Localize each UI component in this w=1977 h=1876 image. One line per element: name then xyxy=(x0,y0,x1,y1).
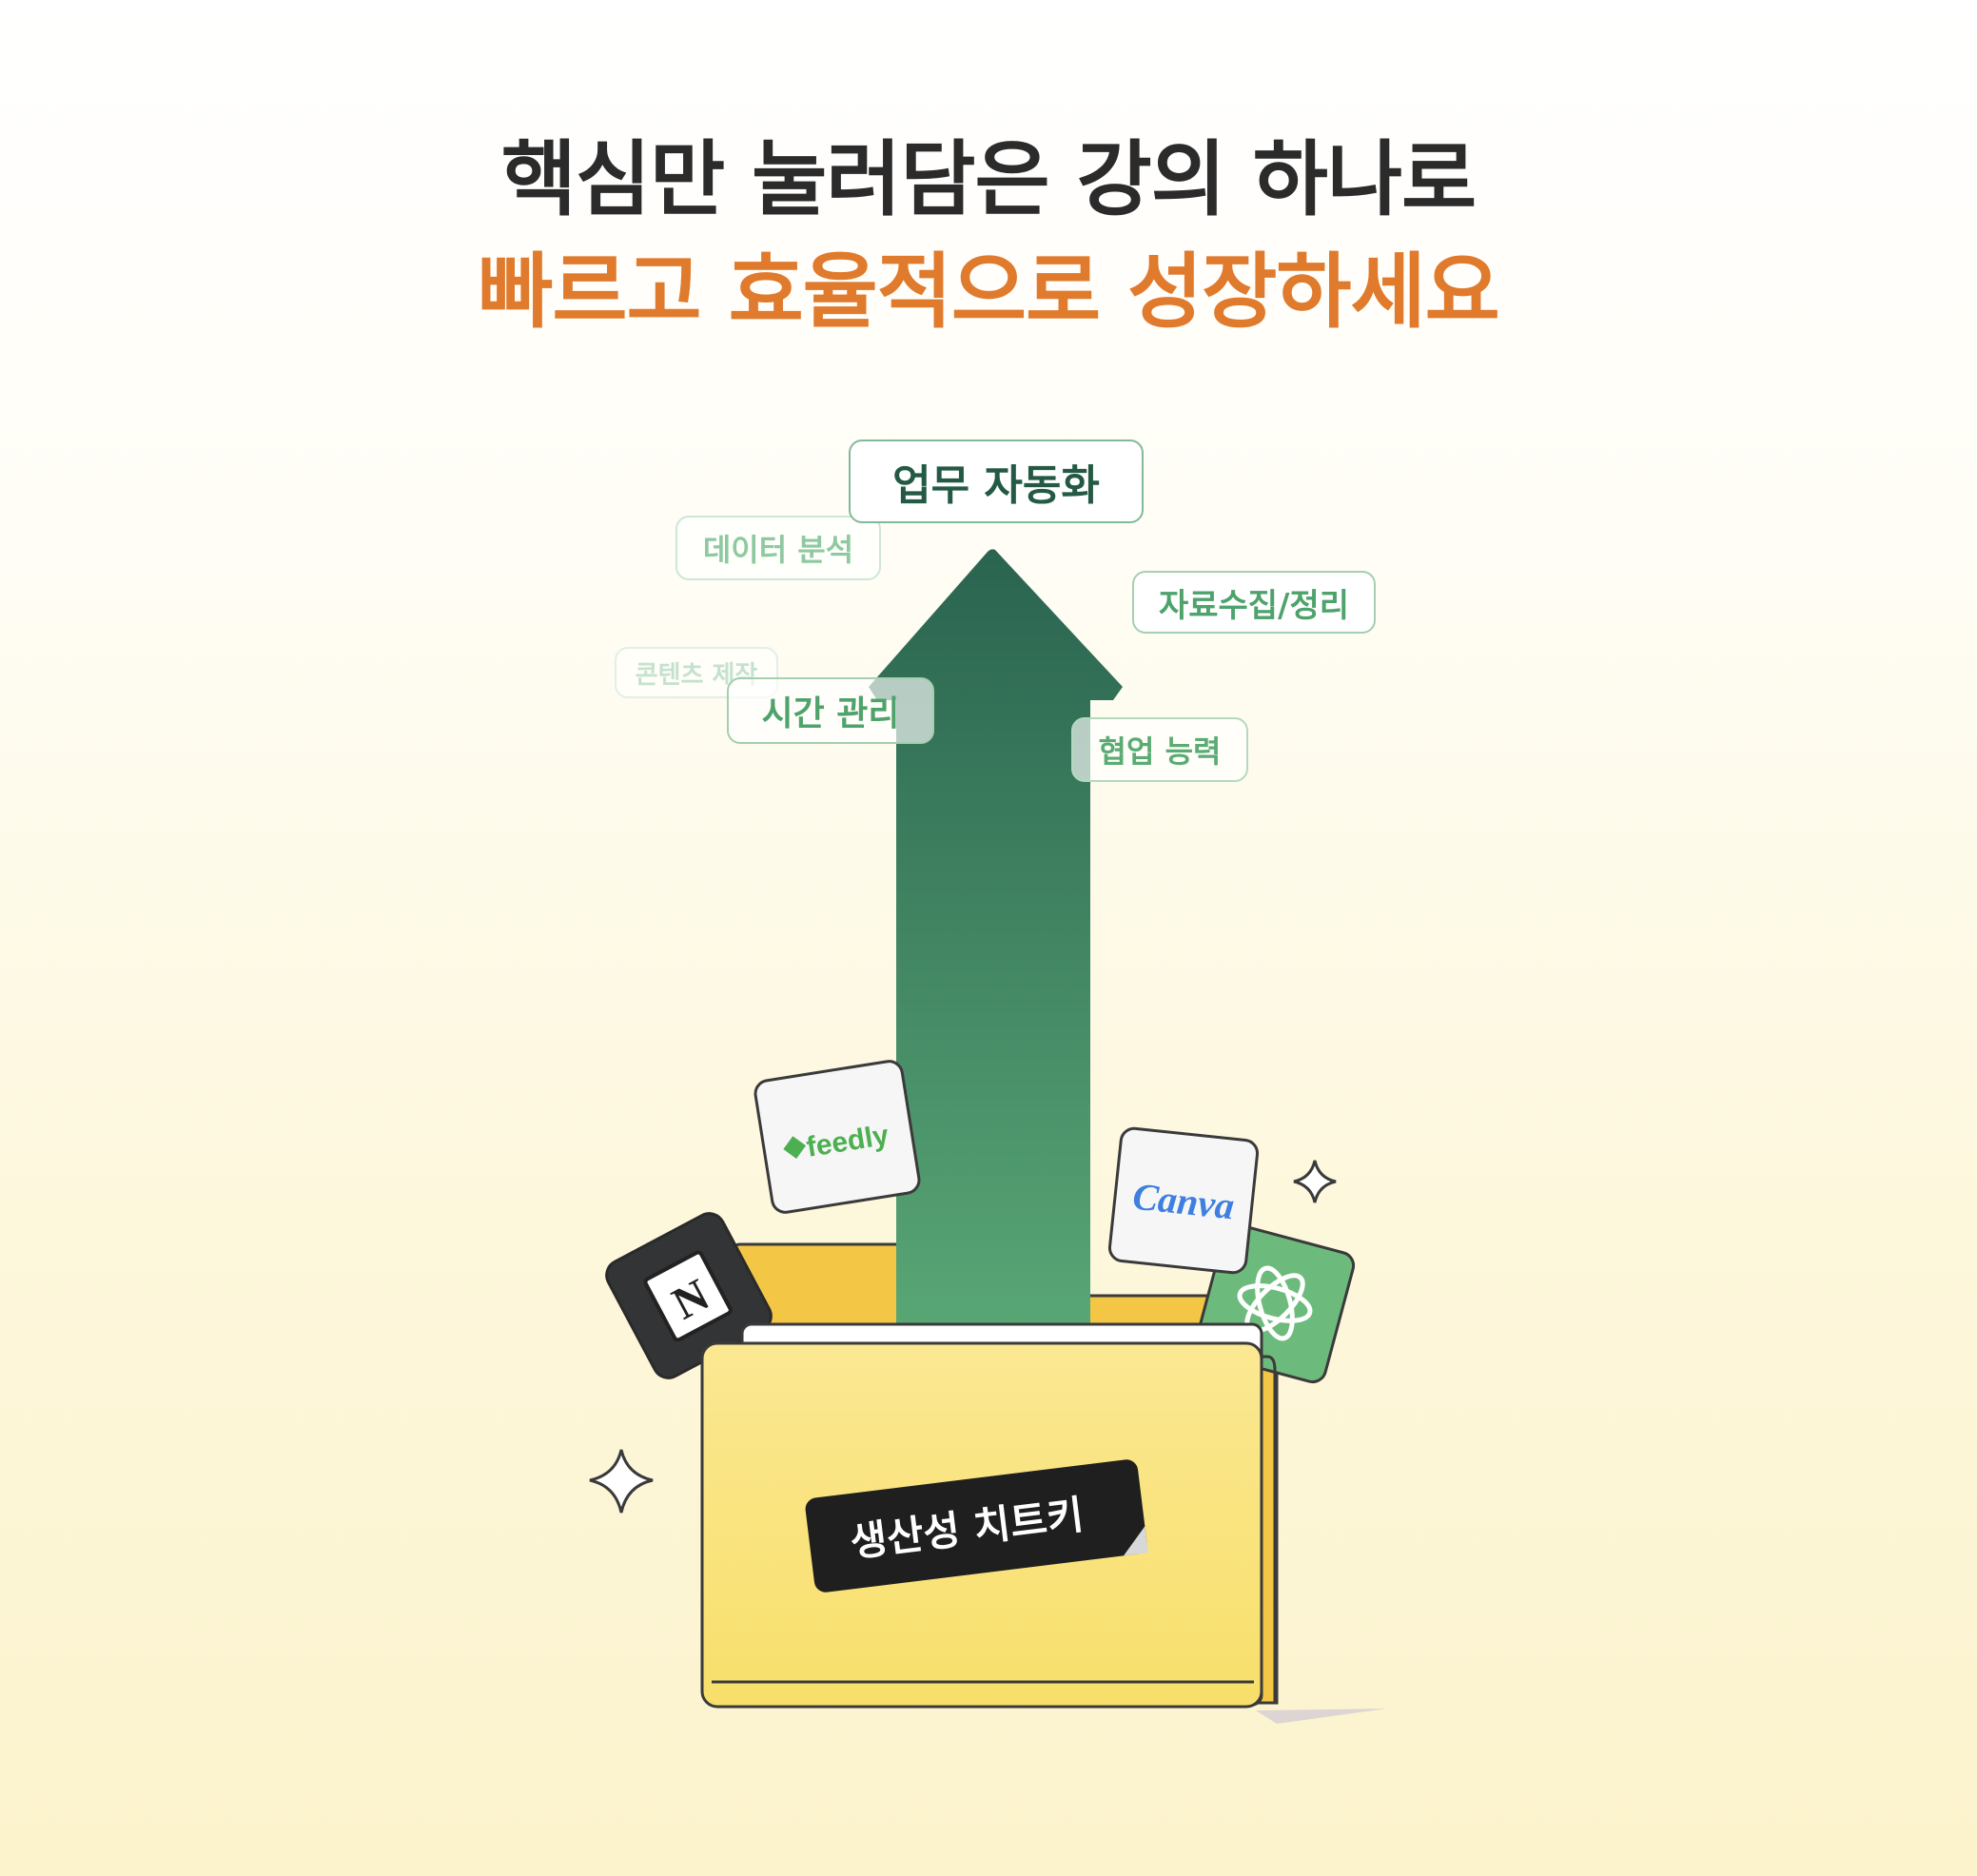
headline-line-1: 핵심만 눌러담은 강의 하나로 xyxy=(500,132,1477,227)
folder-label-sticker: 생산성 치트키 xyxy=(805,1459,1148,1593)
sparkle-icon xyxy=(589,1449,654,1514)
tag-collaboration: 협업 능력 xyxy=(1071,717,1248,782)
tag-collect-organize: 자료수집/정리 xyxy=(1132,571,1376,634)
headline-line-2: 빠르고 효율적으로 성장하세요 xyxy=(478,244,1499,340)
tag-work-automation: 업무 자동화 xyxy=(849,440,1144,523)
canva-logo-text: Canva xyxy=(1131,1175,1237,1228)
tag-data-analysis: 데이터 분석 xyxy=(675,516,881,580)
feedly-card: feedly xyxy=(754,1060,921,1214)
feedly-icon xyxy=(783,1136,807,1159)
tag-time-management: 시간 관리 xyxy=(727,677,934,744)
notion-card: N xyxy=(605,1212,773,1379)
notion-icon xyxy=(643,1250,733,1342)
canva-card: Canva xyxy=(1107,1126,1260,1275)
growth-arrow xyxy=(869,549,1123,1351)
sparkle-icon xyxy=(1293,1160,1337,1203)
